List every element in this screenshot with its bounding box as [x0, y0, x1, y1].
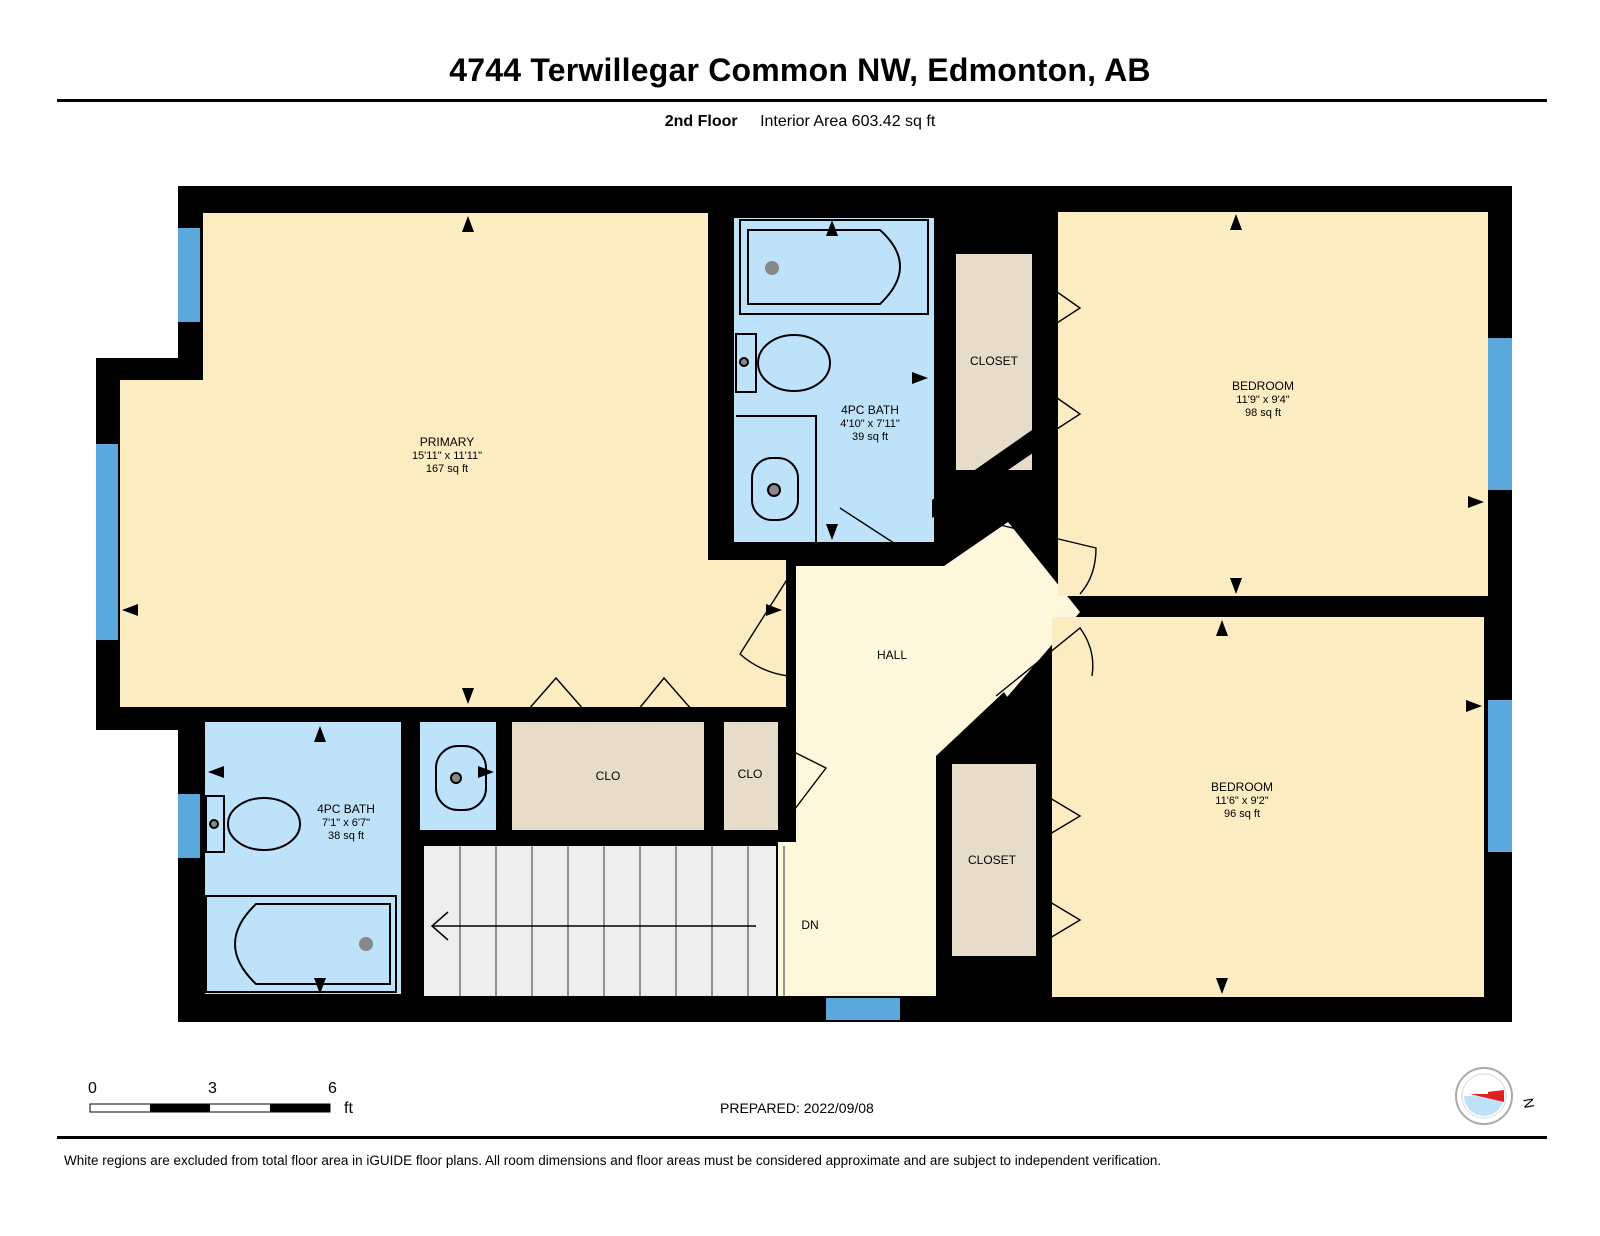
bathtub-lower: [205, 895, 397, 993]
stairs: [424, 846, 776, 996]
toilet-lower: [205, 795, 301, 853]
sink-lower: [435, 745, 487, 811]
door-swings: [527, 279, 1097, 945]
stairs-label: DN: [801, 918, 818, 932]
scale-tick-0: 0: [88, 1080, 97, 1097]
clo-small: [724, 722, 778, 830]
room-hall: [778, 522, 1080, 996]
room-primary: [120, 213, 786, 707]
bedroom-1-area: 98 sq ft: [1245, 407, 1281, 419]
footer-divider: [57, 1136, 1547, 1139]
compass-north-label: N: [1520, 1097, 1538, 1110]
clo-large-label: CLO: [596, 769, 621, 783]
clo-small-label: CLO: [738, 767, 763, 781]
scale-bar: [89, 1103, 331, 1113]
prepared-date: PREPARED: 2022/09/08: [720, 1100, 874, 1116]
bath-lower-area: 38 sq ft: [328, 830, 364, 842]
scale-unit: ft: [344, 1100, 353, 1117]
floor-subtitle: 2nd Floor Interior Area 603.42 sq ft: [0, 113, 1600, 131]
closet-upper: [956, 254, 1032, 470]
bath-upper-area: 39 sq ft: [852, 431, 888, 443]
header-divider: [57, 99, 1547, 102]
primary-dims: 15'11" x 11'11": [412, 450, 482, 462]
primary-area: 167 sq ft: [426, 463, 468, 475]
sink-upper: [736, 415, 817, 542]
disclaimer: White regions are excluded from total fl…: [64, 1153, 1162, 1168]
closet-lower-label: CLOSET: [968, 853, 1017, 867]
closet-upper-label: CLOSET: [970, 354, 1019, 368]
closet-lower: [952, 764, 1036, 956]
bath-lower-dims: 7'1" x 6'7": [322, 817, 370, 829]
floor-name: 2nd Floor: [664, 113, 738, 130]
stair-arrow-head: [430, 911, 449, 941]
room-bedroom-2: [1052, 617, 1484, 997]
bath-upper-dims: 4'10" x 7'11": [840, 418, 900, 430]
bedroom-2-name: BEDROOM: [1211, 780, 1273, 794]
scale-tick-3: 3: [208, 1080, 217, 1097]
bedroom-2-area: 96 sq ft: [1224, 808, 1260, 820]
scale-tick-6: 6: [328, 1080, 337, 1097]
bedroom-1-dims: 11'9" x 9'4": [1236, 394, 1289, 406]
stair-treads: [459, 846, 785, 996]
bath-lower-name: 4PC BATH: [317, 802, 375, 816]
bath-upper-name: 4PC BATH: [841, 403, 899, 417]
primary-name: PRIMARY: [420, 435, 474, 449]
room-bedroom-1: [1058, 212, 1488, 596]
hall-label: HALL: [877, 648, 907, 662]
compass-icon: [1455, 1067, 1513, 1125]
dimension-arrows: [122, 214, 1484, 994]
windows: [96, 228, 1512, 1020]
page-title: 4744 Terwillegar Common NW, Edmonton, AB: [449, 52, 1151, 88]
interior-area: Interior Area 603.42 sq ft: [760, 113, 936, 130]
toilet-upper: [735, 333, 831, 393]
bedroom-2-dims: 11'6" x 9'2": [1215, 795, 1268, 807]
clo-large: [512, 722, 704, 830]
bedroom-1-name: BEDROOM: [1232, 379, 1294, 393]
